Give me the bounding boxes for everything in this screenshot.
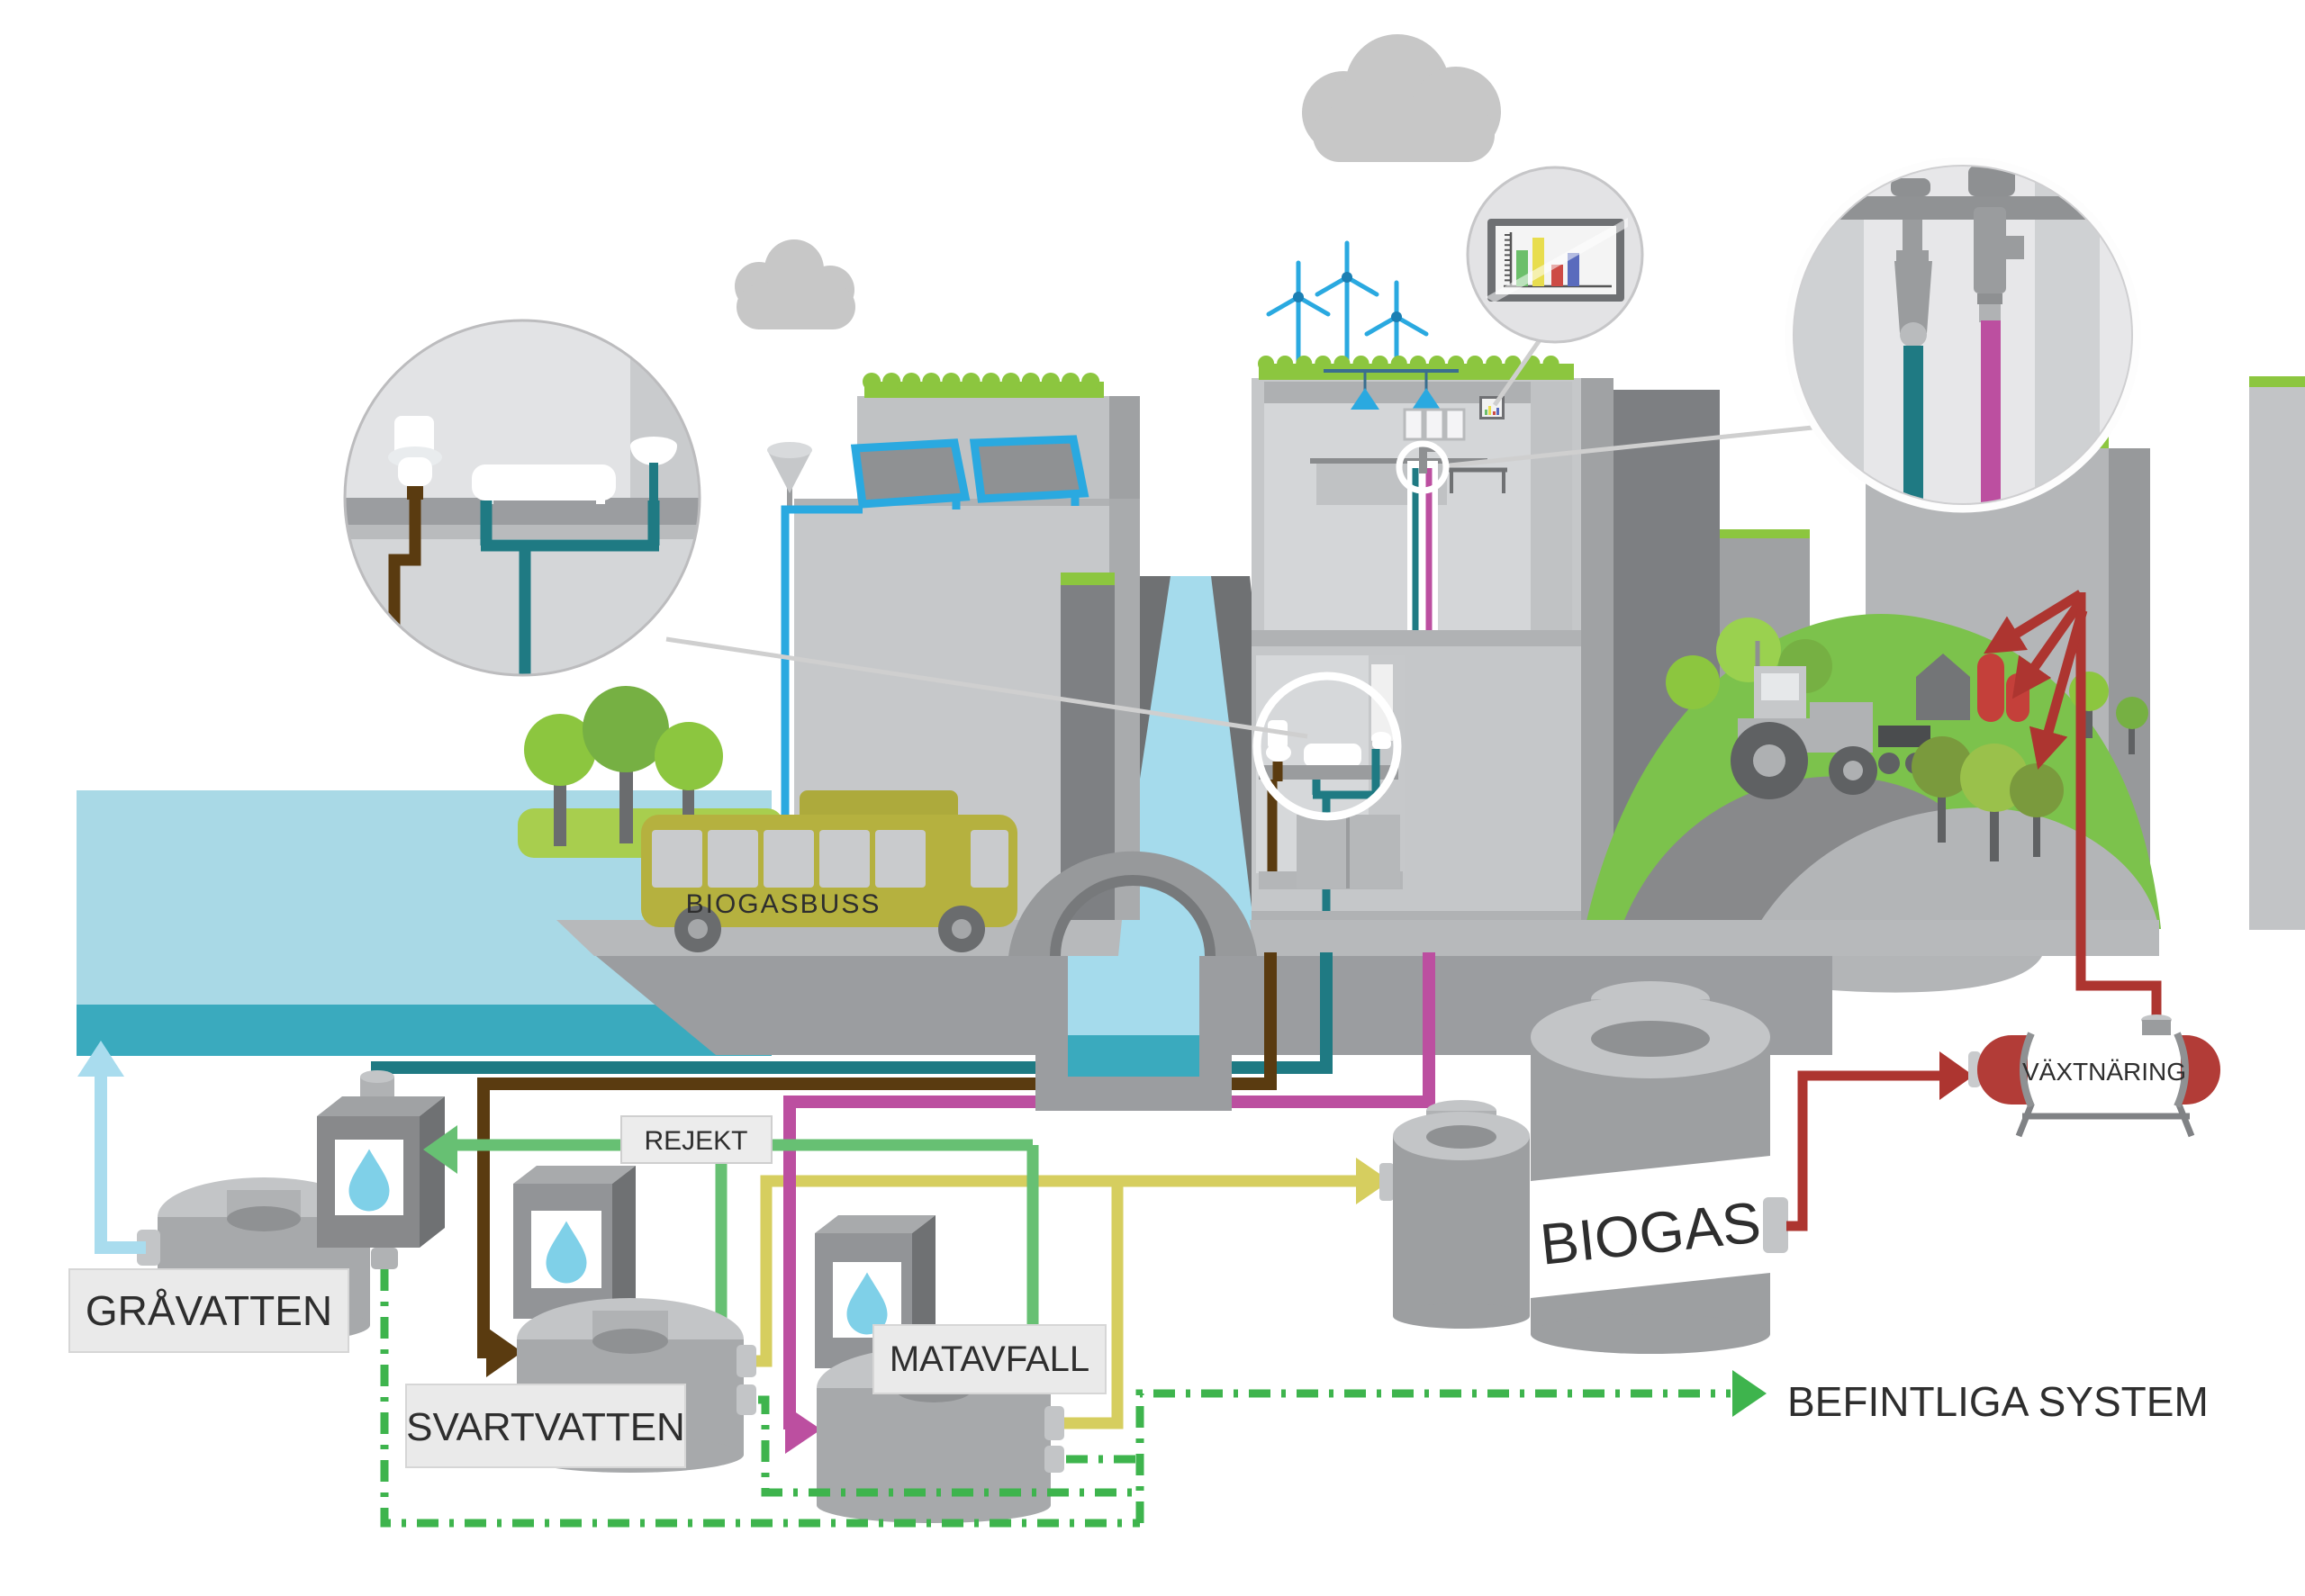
toilet-icon xyxy=(388,416,442,500)
sink-icon xyxy=(630,437,677,500)
pendant-lamp-icon xyxy=(1412,388,1441,410)
gravatten-label: GRÅVATTEN xyxy=(86,1287,332,1334)
valve-icon xyxy=(1974,207,2024,504)
matavfall-label: MATAVFALL xyxy=(890,1339,1089,1379)
arrow-icon xyxy=(785,1405,821,1454)
svartvatten-label-box xyxy=(405,1384,686,1468)
matavfall-label-box xyxy=(872,1324,1107,1394)
canal-underground xyxy=(1035,956,1232,1111)
street-lamp-icon xyxy=(767,442,812,511)
magnifier-circle xyxy=(1396,440,1450,494)
arrow-icon xyxy=(77,1041,124,1077)
arrow-icon xyxy=(1356,1158,1390,1204)
building-cutaway xyxy=(1252,240,1614,952)
window-icon xyxy=(1403,408,1466,441)
monitor-detail-circle xyxy=(1466,166,1644,344)
bus-label: BIOGASBUSS xyxy=(686,889,881,919)
befintliga-system-lines xyxy=(380,1269,1731,1528)
arrow-icon xyxy=(486,1327,522,1377)
befintliga-system-label: BEFINTLIGA SYSTEM xyxy=(1787,1378,2209,1425)
bus-icon: BIOGASBUSS xyxy=(641,790,1017,952)
magnifier-circle xyxy=(1252,672,1402,821)
bathroom-detail-circle xyxy=(343,319,701,677)
cloud-icon xyxy=(735,239,855,329)
valve-icon xyxy=(1894,220,1932,504)
gravatten-label-box xyxy=(68,1268,349,1353)
biogas-plant: BIOGAS xyxy=(1379,981,1788,1354)
rejekt-label: REJEKT xyxy=(644,1126,747,1156)
toilet-icon xyxy=(1266,720,1291,762)
vaxtnaring-label: VÄXTNÄRING xyxy=(2022,1058,2186,1086)
wind-turbine-icon xyxy=(1266,240,1429,366)
vaxtnaring-pipes xyxy=(1786,590,2162,1231)
bathtub-icon xyxy=(472,464,616,504)
bridge-icon xyxy=(1008,851,1257,956)
bathtub-icon xyxy=(1304,744,1361,767)
building-solar xyxy=(767,373,1140,929)
farmland xyxy=(1585,614,2161,929)
svartvatten-label: SVARTVATTEN xyxy=(406,1405,685,1449)
barn-icon xyxy=(1916,654,1970,720)
cloud-icon xyxy=(1302,34,1501,162)
sink-icon xyxy=(1371,732,1391,749)
rejekt-label-box xyxy=(620,1115,773,1164)
arrow-icon xyxy=(1732,1370,1767,1417)
blackwater-main-pipe xyxy=(477,952,1277,1358)
pendant-lamp-icon xyxy=(1351,388,1379,410)
detail-connectors xyxy=(665,333,1839,739)
arrow-icon xyxy=(1939,1051,1974,1100)
cleanwater-return xyxy=(77,1041,146,1254)
labels: REJEKT GRÅVATTEN SVARTVATTEN MATAVFALL B… xyxy=(68,1115,2209,1468)
solar-water-pipe xyxy=(781,505,863,918)
arrow-icon xyxy=(423,1125,457,1174)
solar-panel-icon xyxy=(850,435,1089,509)
vaxtnaring-tank: VÄXTNÄRING xyxy=(1968,1014,2220,1138)
